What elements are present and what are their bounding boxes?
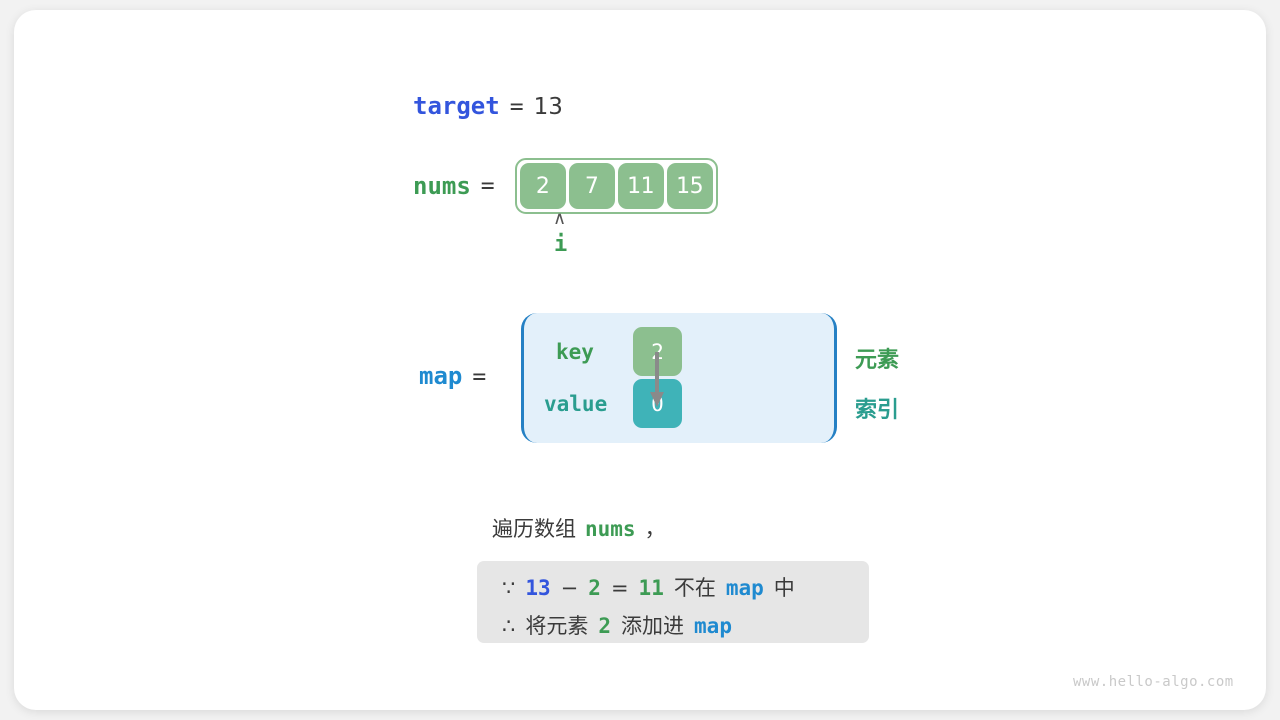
target-row: target = 13 xyxy=(413,92,563,120)
note-text-add-element: 将元素 xyxy=(525,614,589,638)
note-box xyxy=(477,561,869,643)
note-line-therefore: ∴ 将元素 2 添加进 map xyxy=(497,610,737,640)
array-cell: 11 xyxy=(617,163,664,209)
map-side-label-element: 元素 xyxy=(855,348,900,373)
caption-row: 遍历数组 nums ， xyxy=(492,513,666,543)
note-added-value: 2 xyxy=(598,614,612,638)
note-line-because: ∵ 13 − 2 = 11 不在 map 中 xyxy=(497,572,800,602)
array-cell: 7 xyxy=(568,163,615,209)
note-map-reference: map xyxy=(725,576,764,600)
note-complement-value: 11 xyxy=(638,576,664,600)
key-to-value-arrow-icon xyxy=(650,352,664,407)
target-equals-sign: = xyxy=(509,94,524,120)
array-cell: 2 xyxy=(519,163,566,209)
pointer-caret-icon: ∧ xyxy=(553,208,567,229)
caption-prefix: 遍历数组 xyxy=(492,517,576,541)
caption-suffix: ， xyxy=(644,517,666,541)
note-current-element: 2 xyxy=(588,576,601,600)
note-map-reference: map xyxy=(694,614,732,638)
map-key-label: key xyxy=(556,340,594,364)
array-cell: 15 xyxy=(666,163,713,209)
nums-array-container: 2 7 11 15 xyxy=(514,158,718,214)
target-variable-name: target xyxy=(413,92,500,120)
note-text-not-in: 不在 xyxy=(673,576,716,600)
map-value-label: value xyxy=(544,392,608,416)
target-value: 13 xyxy=(533,94,563,120)
note-text-in: 中 xyxy=(773,576,795,600)
map-equals-sign: = xyxy=(472,364,487,390)
pointer-index-label: i xyxy=(554,232,568,257)
equals-symbol: = xyxy=(610,576,629,600)
map-side-label-index: 索引 xyxy=(855,398,900,423)
nums-equals-sign: = xyxy=(480,173,495,199)
because-symbol: ∵ xyxy=(502,576,516,600)
note-target-value: 13 xyxy=(525,576,551,600)
map-variable-name: map xyxy=(419,362,463,390)
watermark: www.hello-algo.com xyxy=(1073,674,1234,690)
therefore-symbol: ∴ xyxy=(502,614,516,638)
caption-variable: nums xyxy=(585,517,636,541)
map-label-row: map = xyxy=(419,362,496,390)
note-text-add-into: 添加进 xyxy=(621,614,685,638)
nums-variable-name: nums xyxy=(413,172,471,200)
nums-row: nums = 2 7 11 15 xyxy=(413,158,718,214)
minus-symbol: − xyxy=(560,576,579,600)
